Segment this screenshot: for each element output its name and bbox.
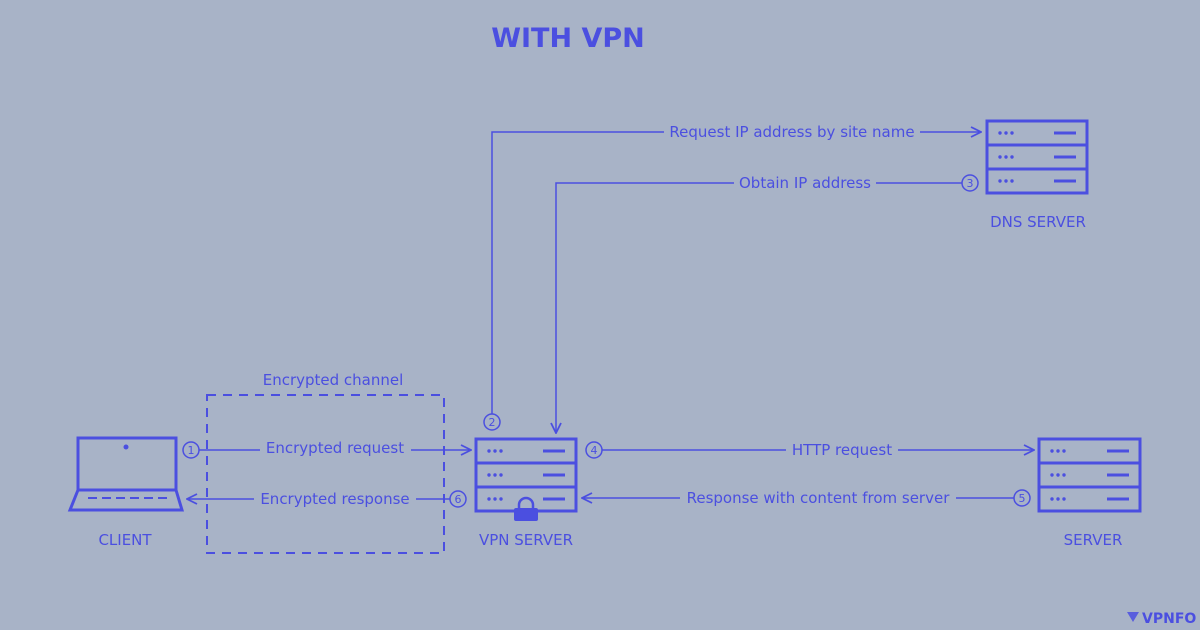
dns-response-label: Obtain IP address [739, 174, 871, 192]
web-server-label: SERVER [1064, 531, 1123, 549]
vpnfo-logo-icon [1127, 612, 1139, 622]
dns-server-label: DNS SERVER [990, 213, 1086, 231]
brand-logo: VPNFO [1127, 611, 1196, 627]
encrypted-request-label: Encrypted request [266, 439, 404, 457]
dns-request-arrow: 2 Request IP address by site name [483, 123, 981, 431]
step-4-badge: 4 [591, 444, 598, 457]
step-3-badge: 3 [967, 177, 974, 190]
step-1-badge: 1 [188, 444, 195, 457]
diagram-title: WITH VPN [491, 23, 645, 54]
dns-server-rack-icon [985, 119, 1089, 195]
encrypted-response-arrow: 6 Encrypted response [187, 490, 467, 508]
client-label: CLIENT [98, 531, 152, 549]
dns-response-arrow: 3 Obtain IP address [556, 174, 979, 433]
server-response-label: Response with content from server [687, 489, 951, 507]
server-response-arrow: 5 Response with content from server [582, 489, 1031, 507]
step-6-badge: 6 [455, 493, 462, 506]
step-2-badge: 2 [489, 416, 496, 429]
vpn-server-label: VPN SERVER [479, 531, 573, 549]
encrypted-channel-box [206, 394, 445, 554]
http-request-arrow: 4 HTTP request [585, 441, 1034, 459]
web-server-rack-icon [1037, 437, 1142, 513]
lock-icon [514, 496, 538, 521]
vpn-server-rack-icon [474, 437, 578, 513]
brand-name: VPNFO [1142, 611, 1196, 627]
step-5-badge: 5 [1019, 492, 1026, 505]
encrypted-response-label: Encrypted response [260, 490, 409, 508]
dns-request-label: Request IP address by site name [669, 123, 914, 141]
laptop-icon [67, 436, 185, 512]
encrypted-channel-label: Encrypted channel [263, 371, 404, 389]
http-request-label: HTTP request [792, 441, 892, 459]
encrypted-request-arrow: 1 Encrypted request [182, 439, 471, 459]
